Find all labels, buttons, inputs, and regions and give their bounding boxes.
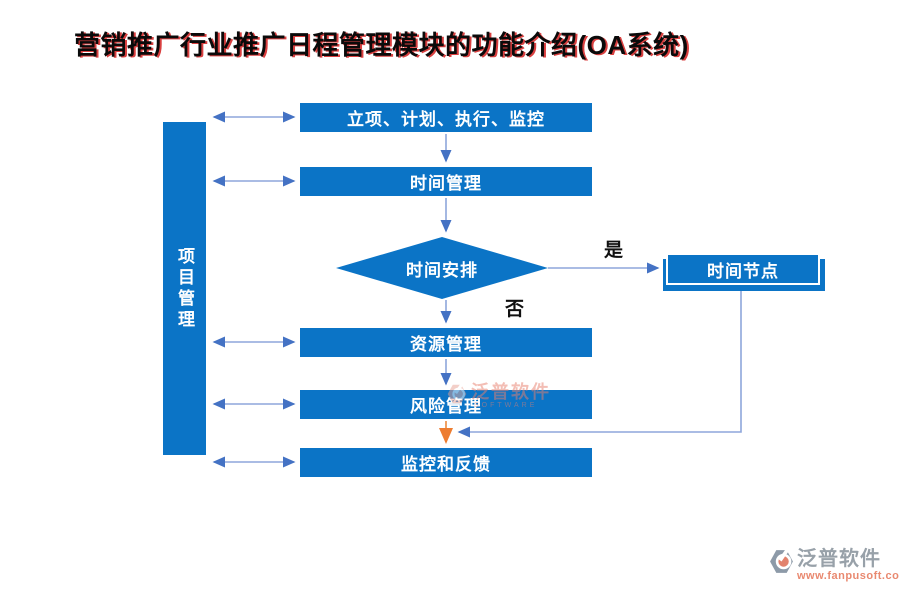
time-node-label: 时间节点 [707, 261, 779, 281]
footer-url: www.fanpusoft.com [797, 570, 900, 582]
node-monitor-feedback: 监控和反馈 [300, 448, 592, 477]
fanpu-logo-icon [768, 548, 795, 580]
project-management-bar: 项目管理 [163, 122, 206, 455]
node-time-node: 时间节点 [666, 253, 820, 285]
branch-yes-label: 是 [604, 240, 624, 261]
decision-label: 时间安排 [406, 260, 478, 280]
branch-no-label: 否 [505, 299, 525, 320]
footer-brand: 泛普软件 www.fanpusoft.com [768, 548, 900, 582]
page-title: 营销推广行业推广日程管理模块的功能介绍(OA系统) [74, 30, 689, 60]
decision-time-arrangement: 时间安排 [336, 237, 548, 299]
node-time-management: 时间管理 [300, 167, 592, 196]
node-initiation-plan-execute-monitor: 立项、计划、执行、监控 [300, 103, 592, 132]
project-management-label: 项目管理 [175, 246, 194, 331]
footer-brand-name: 泛普软件 [797, 548, 881, 570]
node-resource-management: 资源管理 [300, 328, 592, 357]
node-risk-management: 风险管理 [300, 390, 592, 419]
